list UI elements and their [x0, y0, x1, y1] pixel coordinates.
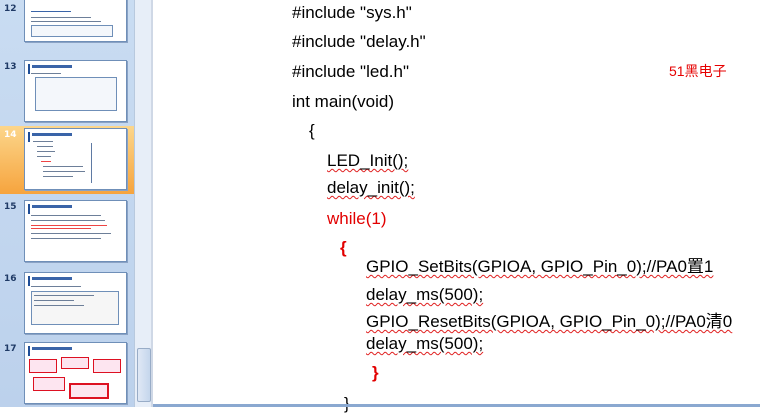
- while-open-brace: {: [340, 238, 347, 257]
- slide-thumbnail-12[interactable]: 12: [0, 0, 134, 46]
- main-open-brace: {: [309, 121, 315, 140]
- slide-preview: [24, 0, 127, 42]
- thumbnail-scrollbar[interactable]: [134, 0, 151, 407]
- slide-number: 17: [4, 344, 17, 354]
- include-sys: #include "sys.h": [292, 3, 412, 22]
- while-close-brace: }: [372, 363, 379, 382]
- include-delay: #include "delay.h": [292, 32, 426, 51]
- slide-thumbnail-13[interactable]: 13: [0, 58, 134, 126]
- scroll-thumb[interactable]: [137, 348, 151, 402]
- slide-preview: [24, 128, 127, 190]
- delay-ms-call-2: delay_ms(500);: [366, 334, 484, 353]
- pane-divider[interactable]: [151, 0, 153, 407]
- slide-bottom-edge: [153, 404, 760, 407]
- slide-thumbnail-17[interactable]: 17: [0, 340, 134, 408]
- slide-thumbnail-16[interactable]: 16: [0, 270, 134, 338]
- slide-number: 16: [4, 274, 17, 284]
- slide-thumbnail-panel: 12 13 14: [0, 0, 135, 407]
- main-declaration: int main(void): [292, 92, 395, 111]
- delay-init-call: delay_init();: [327, 178, 415, 197]
- include-led: #include "led.h": [292, 62, 409, 81]
- slide-number: 12: [4, 4, 17, 14]
- slide-number: 14: [4, 130, 17, 140]
- slide-preview: [24, 272, 127, 334]
- main-close-brace: }: [344, 394, 350, 414]
- slide-number: 15: [4, 202, 17, 212]
- slide-preview: [24, 200, 127, 262]
- delay-ms-call-1: delay_ms(500);: [366, 285, 484, 304]
- while-statement: while(1): [327, 209, 387, 228]
- reset-bits-call: GPIO_ResetBits(GPIOA, GPIO_Pin_0);//PA0清…: [366, 312, 733, 331]
- set-bits-call: GPIO_SetBits(GPIOA, GPIO_Pin_0);//PA0置1: [366, 257, 714, 276]
- slide-preview: [24, 60, 127, 122]
- slide-thumbnail-15[interactable]: 15: [0, 198, 134, 266]
- slide-preview: [24, 342, 127, 404]
- slide-thumbnail-14[interactable]: 14: [0, 126, 134, 194]
- watermark-text: 51黑电子: [669, 63, 727, 79]
- led-init-call: LED_Init();: [327, 151, 409, 170]
- slide-number: 13: [4, 62, 17, 72]
